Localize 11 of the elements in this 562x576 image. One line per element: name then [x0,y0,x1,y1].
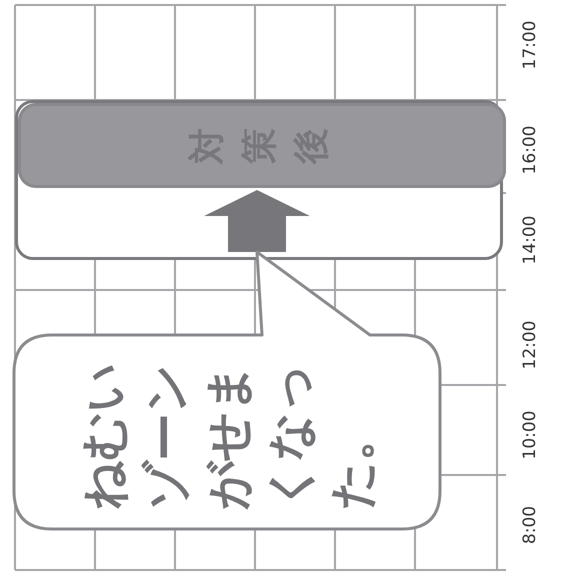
block-arrow [204,190,310,252]
outline-box [15,100,503,260]
filled-band [18,103,506,188]
time-label: 12:00 [520,320,540,372]
time-label: 14:00 [520,214,540,266]
time-label: 17:00 [520,20,540,72]
time-label: 8:00 [520,504,540,546]
bubble-text: ねむいゾーンがせまくなった。 [75,362,381,510]
speech-bubble [12,250,442,532]
time-label: 16:00 [520,124,540,176]
time-label: 10:00 [520,410,540,462]
